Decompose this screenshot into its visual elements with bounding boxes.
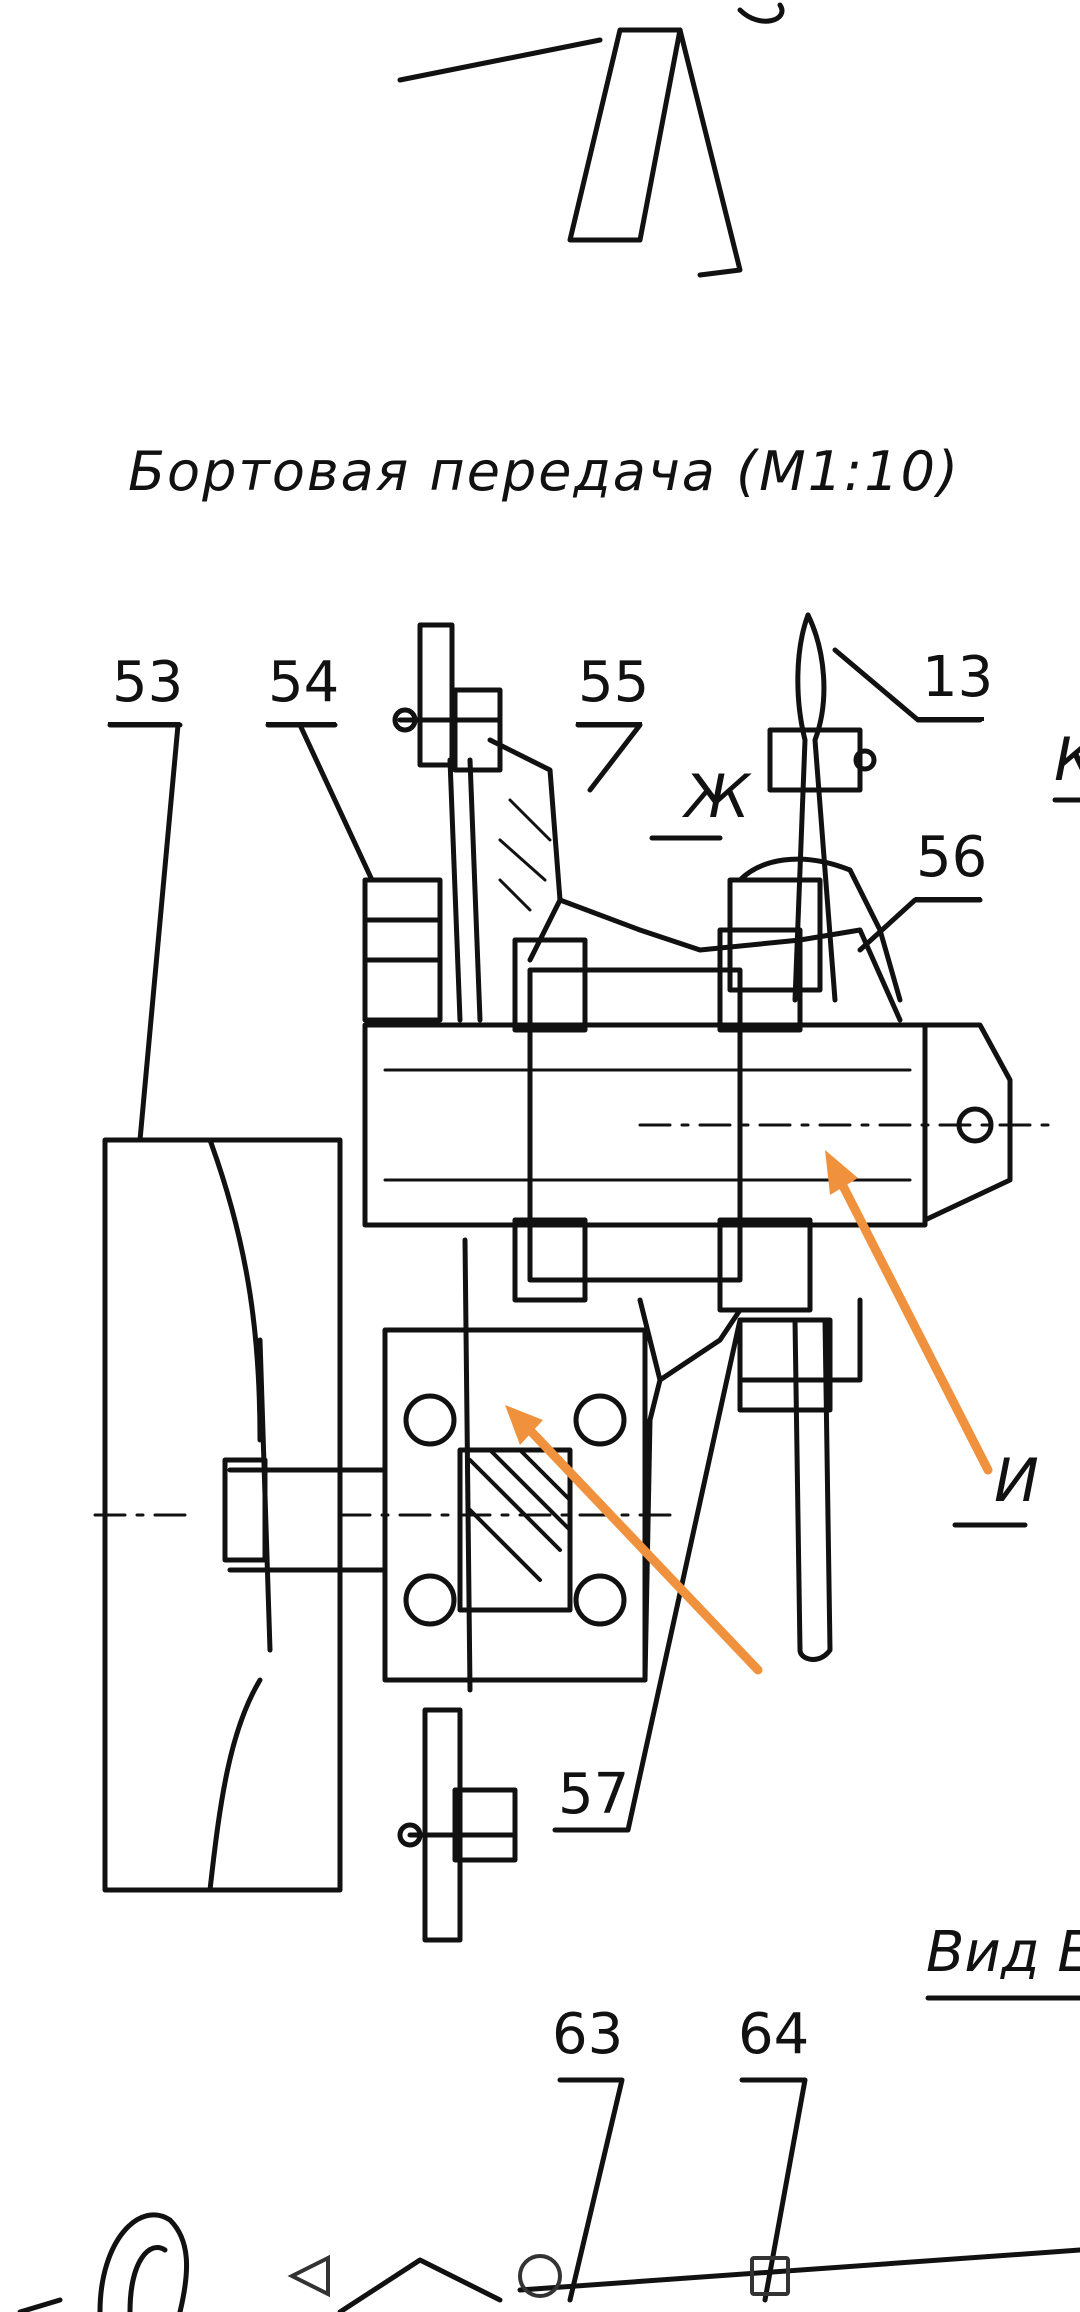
annotation-arrow-upper: [835, 1175, 993, 1475]
back-button[interactable]: [266, 2240, 356, 2312]
callout-57: 57: [558, 1762, 630, 1827]
home-button[interactable]: [495, 2240, 585, 2312]
back-icon[interactable]: [287, 2254, 330, 2298]
callout-underline: [915, 897, 981, 901]
callout-53: 53: [112, 650, 184, 715]
navigation-bar: [287, 2254, 790, 2298]
callout-underline: [266, 722, 336, 726]
callout-13: 13: [922, 645, 994, 710]
callout-underline: [108, 722, 180, 726]
annotation-arrow-lower: [520, 1420, 763, 1675]
callout-55: 55: [578, 650, 650, 715]
callout-63: 63: [552, 2002, 624, 2067]
section-mark-i: И: [994, 1446, 1039, 1516]
callout-underline: [918, 717, 984, 721]
view-label: Вид Е: [926, 1920, 1080, 1985]
callout-56: 56: [916, 825, 988, 890]
section-mark-zh: Ж: [685, 762, 750, 832]
annotation-arrowhead-upper: [825, 1150, 858, 1195]
annotation-arrowhead-lower: [505, 1405, 543, 1445]
callout-64: 64: [738, 2002, 810, 2067]
callout-54: 54: [268, 650, 340, 715]
home-icon[interactable]: [518, 2254, 562, 2298]
callout-underline: [576, 722, 642, 726]
recents-icon[interactable]: [750, 2256, 790, 2296]
drawing-title: Бортовая передача (М1:10): [128, 440, 961, 503]
recents-button[interactable]: [725, 2240, 815, 2312]
section-mark-k: К: [1054, 725, 1080, 795]
